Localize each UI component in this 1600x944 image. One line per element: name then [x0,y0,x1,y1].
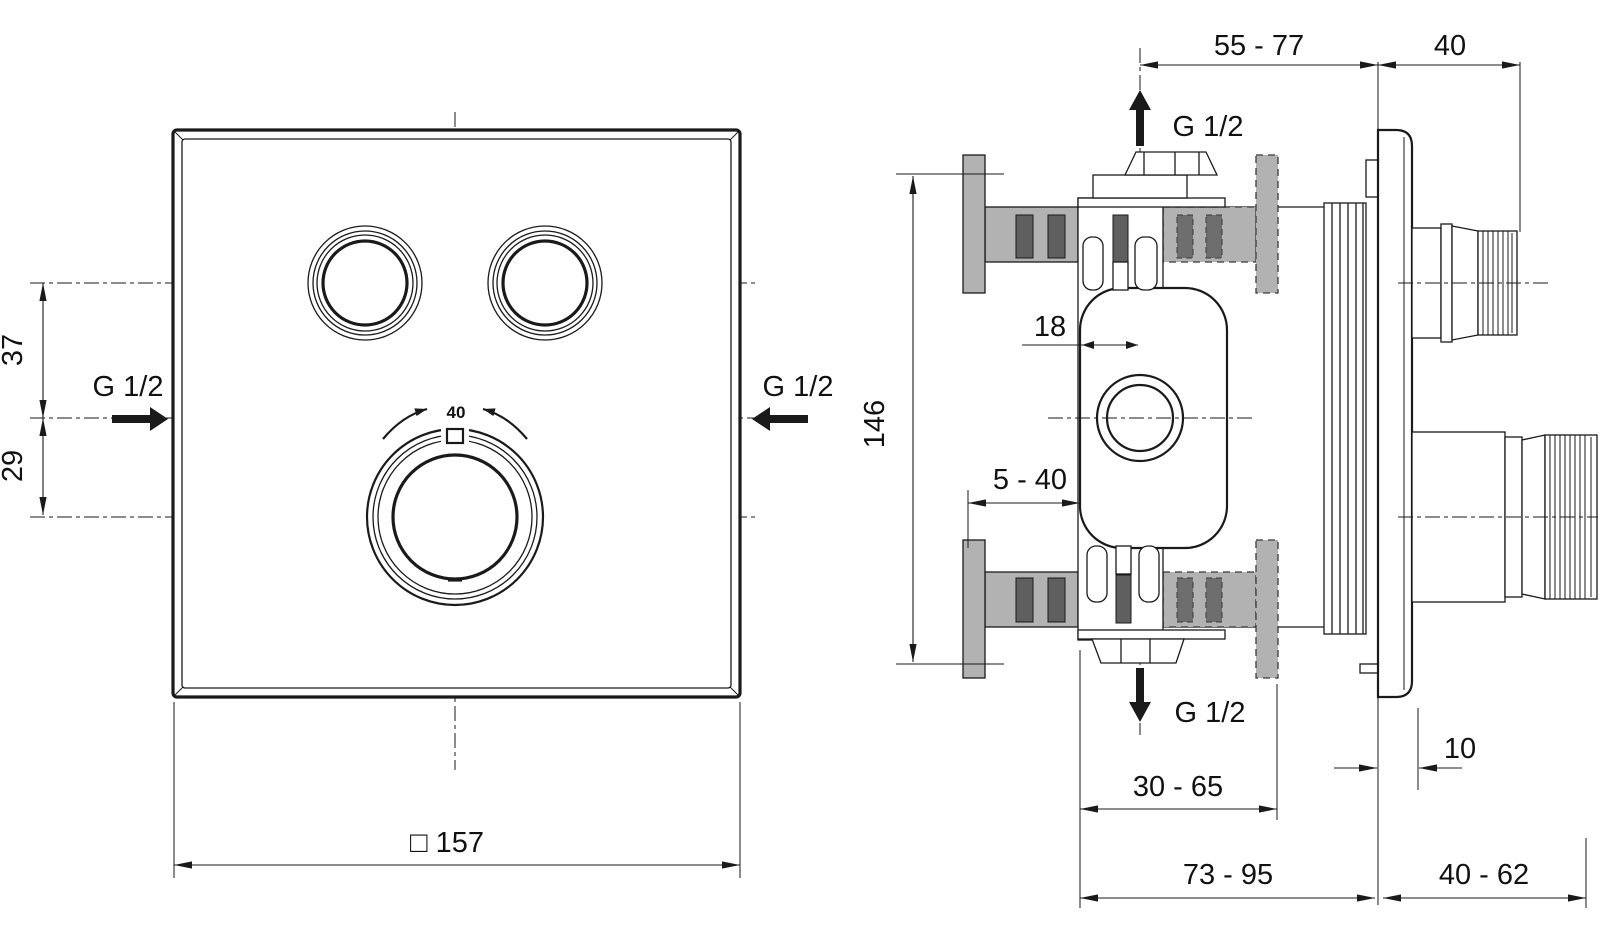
dial-indicator-notch [445,427,465,445]
front-inlet-left: G 1/2 [93,371,168,431]
dim-37-label: 37 [0,334,29,366]
dim-button-axis-offset: 37 [0,283,47,418]
side-outlet-bottom: G 1/2 [1129,668,1245,729]
dim-40-label: 40 [1434,30,1466,62]
mounting-bracket-top-left [962,154,1079,294]
dim-157-label: □ 157 [410,827,484,859]
front-inlet-right-label: G 1/2 [763,371,834,403]
flow-arrow-up-icon [1129,90,1151,146]
dim-center-to-wall: 55 - 77 [1140,30,1378,69]
diverter-button-right[interactable] [487,225,603,341]
dial-temperature-mark: 40 [447,403,466,422]
mounting-bracket-bottom-left [962,539,1079,679]
flow-arrow-down-icon [1129,668,1151,722]
dim-dial-axis-offset: 29 [0,418,47,515]
dim-total-depth: 73 - 95 [1080,859,1375,902]
dim-73-95-label: 73 - 95 [1183,859,1273,891]
side-view: G 1/2 G 1/2 55 - 77 40 146 [859,30,1598,908]
front-inlet-left-label: G 1/2 [93,371,164,403]
side-outlet-top: G 1/2 [1129,90,1243,146]
diverter-button-left[interactable] [307,225,423,341]
dim-housing-depth: 30 - 65 [1079,650,1278,908]
side-outlet-bottom-label: G 1/2 [1175,697,1246,729]
dial-rotate-arrow-left [382,407,428,440]
front-inlet-right: G 1/2 [752,371,833,431]
flow-arrow-right-icon [112,407,168,431]
dim-146-label: 146 [859,400,891,448]
dim-center-offset: 18 [1022,311,1138,349]
dim-30-65-label: 30 - 65 [1133,771,1223,803]
trim-plate-side [1359,128,1414,699]
thermostat-dial[interactable]: 40 [365,403,545,607]
dim-tiling-range: 5 - 40 [967,464,1080,548]
body-adjustment-slots [1082,214,1160,624]
dim-plate-thickness: 10 [1334,708,1476,790]
dim-29-label: 29 [0,450,29,482]
mounting-bracket-bottom-right [1162,539,1279,679]
dim-18-label: 18 [1034,311,1066,343]
threaded-sleeve [1323,202,1367,635]
handle-side[interactable] [1398,431,1598,603]
front-view: 40 G 1/2 G 1/2 37 29 [0,112,833,878]
dim-40-62-label: 40 - 62 [1439,859,1529,891]
flow-arrow-left-icon [752,407,808,431]
button-side[interactable] [1398,223,1552,343]
dim-10-label: 10 [1444,733,1476,765]
dim-handle-projection: 40 - 62 [1383,838,1587,908]
mounting-bracket-top-right [1162,154,1279,294]
dim-wall-to-button: 40 [1378,30,1521,232]
dim-plate-size: □ 157 [173,702,741,878]
side-outlet-top-label: G 1/2 [1173,111,1244,143]
dim-5-40-label: 5 - 40 [993,464,1067,496]
dial-rotate-arrow-right [482,407,528,440]
cartridge-housing [1048,286,1252,550]
dim-55-77-label: 55 - 77 [1214,30,1304,62]
dim-body-height: 146 [859,173,1004,665]
